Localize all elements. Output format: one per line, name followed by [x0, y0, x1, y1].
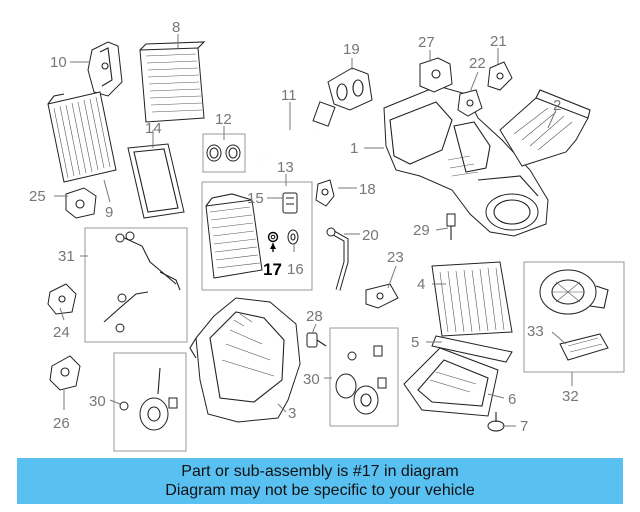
module-part-23[interactable] [365, 283, 399, 309]
callout-9[interactable]: 9 [105, 204, 113, 221]
callout-7[interactable]: 7 [520, 418, 528, 435]
callout-28[interactable]: 28 [306, 308, 323, 325]
callout-19[interactable]: 19 [343, 41, 360, 58]
callout-27[interactable]: 27 [418, 34, 435, 51]
group-box-30-right [329, 327, 399, 427]
callout-16[interactable]: 16 [287, 261, 304, 278]
callout-10[interactable]: 10 [50, 54, 67, 71]
callout-2[interactable]: 2 [553, 97, 561, 114]
gear-part-30-right[interactable] [335, 345, 387, 415]
callout-8[interactable]: 8 [172, 19, 180, 36]
callout-33[interactable]: 33 [527, 323, 544, 340]
callout-29[interactable]: 29 [413, 222, 430, 239]
callout-32[interactable]: 32 [562, 388, 579, 405]
parts-diagram: 1 2 3 4 5 6 7 8 9 10 11 12 13 14 15 16 1… [29, 19, 625, 452]
actuator-part-26[interactable] [49, 355, 81, 391]
actuator-part-24[interactable] [47, 283, 77, 315]
linkage-part-31[interactable] [103, 231, 181, 333]
pipe-part-11[interactable] [256, 101, 336, 162]
callout-3[interactable]: 3 [288, 405, 296, 422]
callout-6[interactable]: 6 [508, 391, 516, 408]
callout-11[interactable]: 11 [281, 87, 297, 104]
callout-13[interactable]: 13 [277, 159, 294, 176]
clip-part-18[interactable] [315, 179, 335, 207]
frame-part-5[interactable] [431, 335, 513, 363]
cabin-filter-part-4[interactable] [431, 261, 513, 337]
callout-1[interactable]: 1 [350, 140, 358, 157]
callout-15[interactable]: 15 [247, 190, 264, 207]
callout-labels: 1 2 3 4 5 6 7 8 9 10 11 12 13 14 15 16 1… [29, 19, 579, 435]
actuator-part-27[interactable] [419, 57, 453, 93]
group-box-32 [523, 261, 625, 373]
vent-part-2[interactable] [499, 89, 591, 167]
tray-part-6[interactable] [403, 347, 499, 417]
gear-part-30-left[interactable] [119, 367, 178, 431]
callout-30-right[interactable]: 30 [303, 371, 320, 388]
bolt-part-7[interactable] [487, 412, 505, 432]
callout-31[interactable]: 31 [58, 248, 75, 265]
callout-14[interactable]: 14 [145, 120, 162, 137]
resistor-part-33[interactable] [559, 333, 609, 361]
info-banner: Part or sub-assembly is #17 in diagram D… [17, 458, 623, 504]
callout-12[interactable]: 12 [215, 111, 232, 128]
callout-17[interactable]: 17 [263, 260, 282, 279]
heater-core-part[interactable] [139, 41, 206, 123]
actuator-part-25[interactable] [65, 187, 97, 219]
actuator-part-22[interactable] [457, 89, 483, 117]
leader-lines [54, 34, 573, 427]
seal-part-17[interactable] [267, 231, 279, 243]
housing-part-1[interactable] [383, 85, 549, 237]
callout-4[interactable]: 4 [417, 276, 425, 293]
valve-part-16[interactable] [287, 229, 299, 245]
sensor-part-28[interactable] [306, 332, 327, 348]
callout-23[interactable]: 23 [387, 249, 404, 266]
callout-30-left[interactable]: 30 [89, 393, 106, 410]
callout-24[interactable]: 24 [53, 324, 70, 341]
callout-25[interactable]: 25 [29, 188, 46, 205]
callout-22[interactable]: 22 [469, 55, 486, 72]
hose-part-20[interactable] [326, 227, 349, 291]
sensor-part-15[interactable] [282, 192, 298, 214]
evaporator-core-part-13[interactable] [205, 193, 263, 279]
banner-line-2: Diagram may not be specific to your vehi… [165, 482, 475, 499]
callout-21[interactable]: 21 [490, 33, 507, 50]
blower-motor-part[interactable] [539, 269, 609, 315]
bracket-part-10[interactable] [87, 41, 123, 97]
callout-18[interactable]: 18 [359, 181, 376, 198]
group-box-31 [84, 227, 188, 343]
gasket-part-19[interactable] [327, 67, 373, 111]
callout-5[interactable]: 5 [411, 334, 419, 351]
o-ring-part-12[interactable] [206, 144, 241, 162]
screw-part-29[interactable] [446, 213, 456, 240]
group-box-14 [201, 181, 313, 291]
callout-26[interactable]: 26 [53, 415, 70, 432]
lower-housing-part-3[interactable] [189, 297, 301, 423]
callout-20[interactable]: 20 [362, 227, 379, 244]
actuator-part-21[interactable] [487, 61, 513, 91]
filter-part-14[interactable] [127, 143, 185, 219]
banner-line-1: Part or sub-assembly is #17 in diagram [181, 463, 459, 480]
evaporator-part[interactable] [47, 91, 117, 183]
